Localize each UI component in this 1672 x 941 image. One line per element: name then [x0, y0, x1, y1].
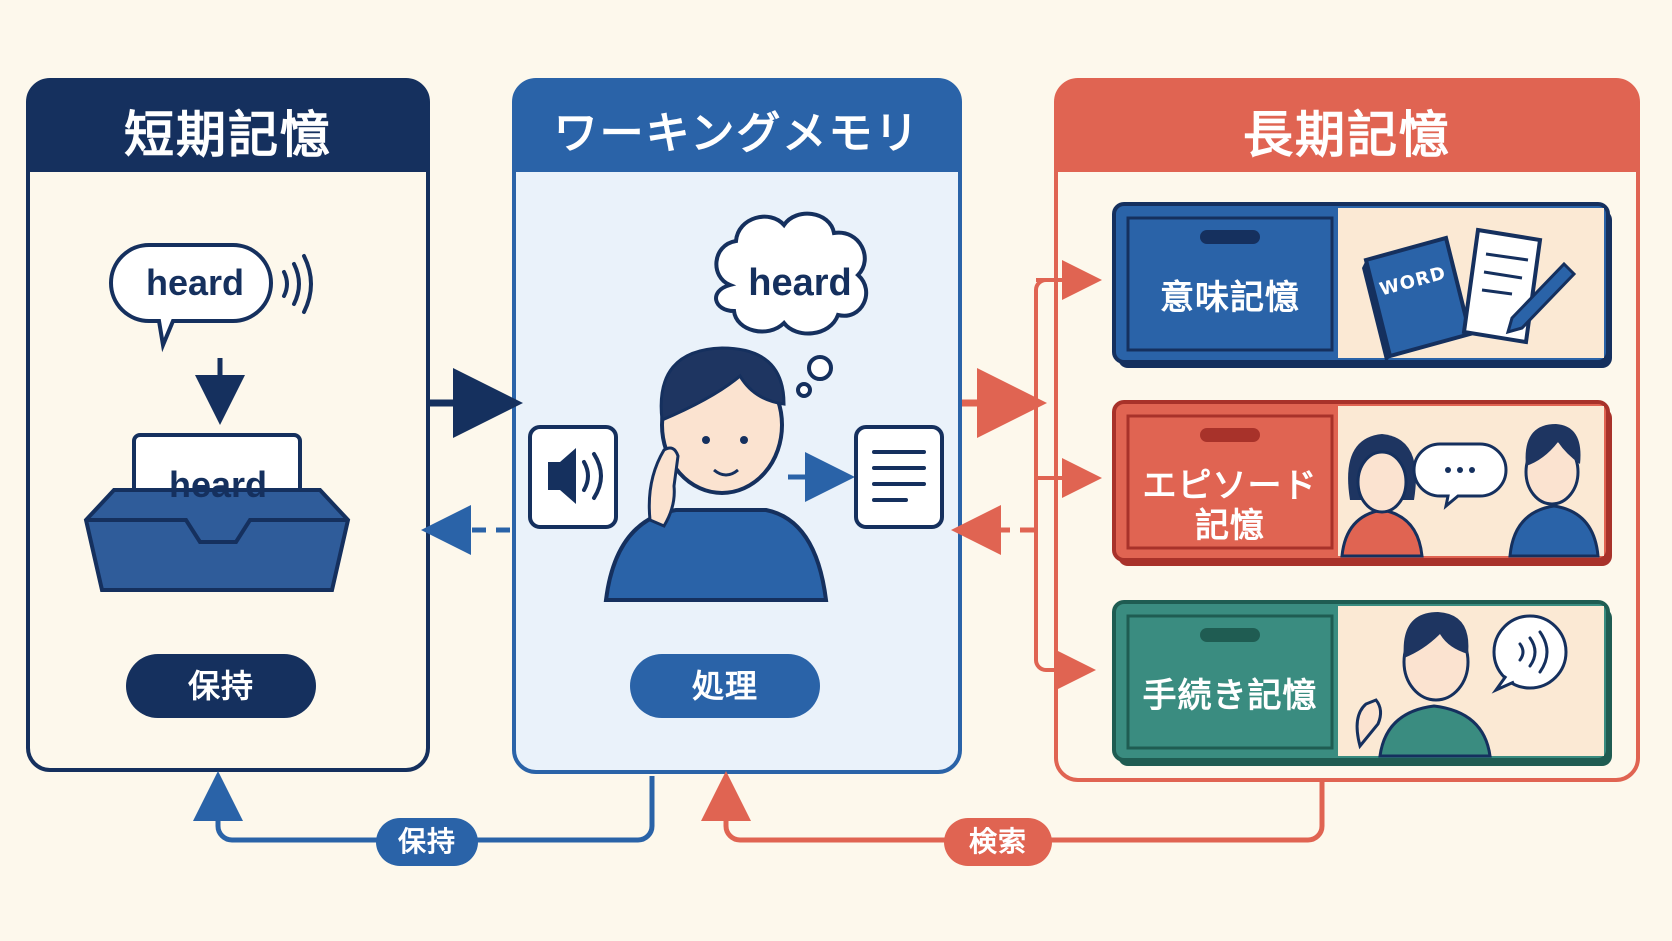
card-word: heard [168, 464, 268, 505]
short-term-title: 短期記憶 [124, 106, 332, 164]
voice-bubble-icon [1491, 614, 1568, 694]
speaking-person-icon [1355, 612, 1492, 758]
document-icon [854, 425, 944, 529]
bubble-word: heard [145, 262, 245, 303]
working-memory-title: ワーキングメモリ [553, 108, 921, 159]
man-icon [1508, 424, 1600, 558]
pencil-icon [1505, 261, 1577, 335]
episodic-memory-label: エピソード 記憶 [1142, 466, 1318, 546]
woman-icon [1340, 434, 1424, 558]
thought-cloud-icon [714, 211, 869, 398]
speech-bubble-icon [108, 243, 274, 353]
speaker-icon [528, 425, 618, 529]
short-term-action-pill: 保持 [126, 654, 316, 718]
memory-tray-icon [83, 433, 351, 592]
thinking-person-icon [603, 346, 829, 602]
sound-waves-icon [282, 254, 313, 314]
retain-tag: 保持 [376, 818, 478, 866]
retrieve-tag: 検索 [944, 818, 1052, 866]
semantic-memory-label: 意味記憶 [1160, 278, 1300, 318]
thought-word: heard [748, 262, 852, 304]
long-term-branch-arrows [1034, 260, 1102, 690]
procedural-memory-drawer [1112, 600, 1612, 766]
notepad-icon [1461, 227, 1543, 345]
procedural-memory-label: 手続き記憶 [1142, 676, 1318, 716]
working-memory-action-pill: 処理 [630, 654, 820, 718]
chat-bubble-icon [1412, 442, 1508, 510]
book-icon [1362, 235, 1473, 364]
long-term-title: 長期記憶 [1243, 106, 1451, 164]
